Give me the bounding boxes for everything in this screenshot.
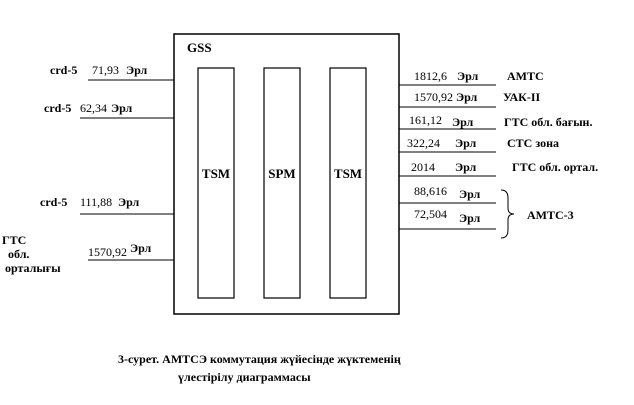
output-dest-1: АМТС [507,69,544,83]
input-unit-2: Эрл [111,101,133,115]
output-dest-5: ГТС обл. ортал. [512,160,598,174]
output-unit-3: Эрл [452,115,474,129]
input-name-4-line-3: орталығы [5,261,61,275]
output-dest-3: ГТС обл. бағын. [504,115,592,129]
output-value-1: 1812,6 [414,69,447,83]
caption-line-2: үлестірілу диаграммасы [178,370,311,384]
module-label-tsm-left: TSM [202,166,230,181]
output-value-7: 72,504 [414,207,447,221]
output-value-4: 322,24 [407,136,440,150]
output-unit-2: Эрл [456,90,478,104]
module-tsm-left [197,67,235,299]
module-spm [263,67,301,299]
output-value-3: 161,12 [409,113,442,127]
input-value-4: 1570,92 [88,245,127,259]
output-value-5: 2014 [411,160,435,174]
output-dest-2: УАК-II [503,90,541,104]
input-value-2: 62,34 [80,101,107,115]
input-value-1: 71,93 [92,63,119,77]
output-value-6: 88,616 [414,184,447,198]
module-label-spm: SPM [268,166,295,181]
input-unit-1: Эрл [126,63,148,77]
input-name-4-line-2: обл. [8,247,29,261]
group-label: АМТС-3 [527,208,574,222]
input-name-4-line-1: ГТС [2,233,26,247]
module-tsm-right [329,67,367,299]
input-unit-4: Эрл [130,241,152,255]
output-dest-4: СТС зона [507,136,559,150]
output-unit-5: Эрл [455,160,477,174]
input-value-3: 111,88 [80,195,112,209]
input-name-3: crd-5 [40,195,67,209]
gss-block [173,33,400,315]
output-unit-1: Эрл [457,69,479,83]
output-unit-4: Эрл [455,136,477,150]
input-name-1: crd-5 [50,63,77,77]
input-unit-3: Эрл [118,195,140,209]
caption-line-1: 3-сурет. АМТСЭ коммутация жүйесінде жүкт… [118,352,401,366]
group-brace [500,189,515,239]
input-name-2: crd-5 [44,101,71,115]
output-value-2: 1570,92 [414,90,453,104]
gss-title: GSS [187,40,212,55]
output-unit-7: Эрл [459,211,481,225]
output-unit-6: Эрл [459,187,481,201]
module-label-tsm-right: TSM [334,166,362,181]
